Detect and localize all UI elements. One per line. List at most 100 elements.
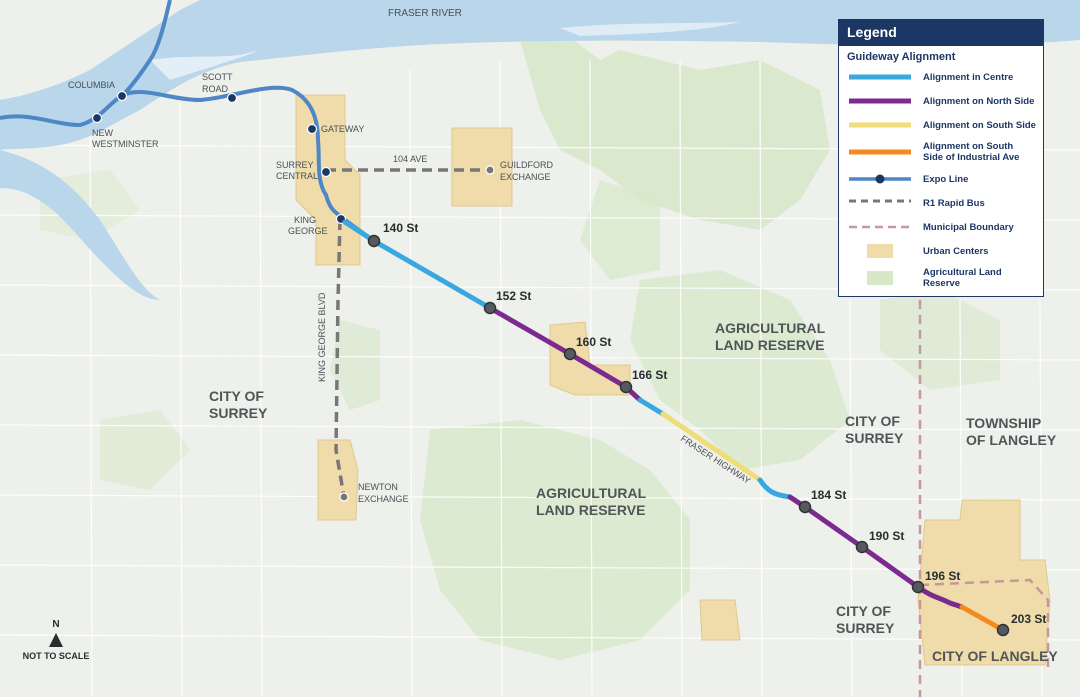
segment-south <box>660 411 763 483</box>
legend-swatch-alr <box>867 271 893 285</box>
station-160-st <box>563 347 577 361</box>
alr-east-patch <box>880 290 1000 390</box>
north-label: N <box>52 619 60 630</box>
area-surrey-se-2: SURREY <box>836 620 895 636</box>
alr-far-west-patch <box>100 410 190 490</box>
legend-swatch-expo <box>849 174 911 184</box>
legend-label-urban: Urban Centers <box>923 245 989 257</box>
legend-label-industrial: Alignment on South Side of Industrial Av… <box>923 141 1020 163</box>
legend-swatch-south <box>849 122 911 128</box>
area-alr-north-1: AGRICULTURAL <box>715 320 826 336</box>
legend-item-boundary: Municipal Boundary <box>839 215 1043 239</box>
legend-item-centre: Alignment in Centre <box>839 65 1043 89</box>
label-surrey-central-1: SURREY <box>276 160 314 170</box>
urban-cloverdale <box>699 599 741 641</box>
station-166-st <box>619 380 633 394</box>
label-guildford-1: GUILDFORD <box>500 160 554 170</box>
area-surrey-east-2: SURREY <box>845 430 904 446</box>
label-king-george-1: KING <box>294 215 316 225</box>
urban-guildford <box>451 127 513 207</box>
municipal-boundary <box>918 300 1050 697</box>
label-104-ave: 104 AVE <box>393 154 427 164</box>
segment-industrial <box>959 604 1006 633</box>
north-arrow-block: N NOT TO SCALE <box>21 619 91 661</box>
legend-label-r1: R1 Rapid Bus <box>923 197 985 209</box>
label-new-westminster-2: WESTMINSTER <box>92 139 159 149</box>
legend-title: Legend <box>839 20 1043 46</box>
alr-north-patch <box>520 30 830 230</box>
alr-small-patch <box>580 180 660 280</box>
station-columbia <box>116 90 128 102</box>
segment-north-1 <box>487 305 643 403</box>
area-surrey-west-1: CITY OF <box>209 388 264 404</box>
station-scott-road <box>226 92 238 104</box>
stop-newton-exchange <box>339 492 349 502</box>
river-channel <box>0 150 160 300</box>
label-station-140: 140 St <box>383 221 418 235</box>
legend-item-north: Alignment on North Side <box>839 89 1043 113</box>
area-alr-south-2: LAND RESERVE <box>536 502 645 518</box>
label-station-196: 196 St <box>925 569 960 583</box>
legend-label-expo: Expo Line <box>923 173 969 185</box>
north-arrow-icon <box>49 633 63 647</box>
label-surrey-central-2: CENTRAL <box>276 171 318 181</box>
station-196-st <box>911 580 925 594</box>
area-langley-twp-1: TOWNSHIP <box>966 415 1041 431</box>
alr-south-patch <box>420 420 690 660</box>
label-gateway: GATEWAY <box>321 124 364 134</box>
alr-centre-patch <box>630 270 850 470</box>
label-newton-1: NEWTON <box>358 482 398 492</box>
station-surrey-central <box>320 166 332 178</box>
langley-city-boundary <box>919 578 1050 670</box>
alr-west-patch <box>330 320 380 410</box>
area-surrey-se-1: CITY OF <box>836 603 891 619</box>
legend-item-south: Alignment on South Side <box>839 113 1043 137</box>
river-island <box>150 50 260 80</box>
stop-guildford-exchange <box>485 165 495 175</box>
station-140-st <box>367 234 381 248</box>
station-203-st <box>996 623 1010 637</box>
station-184-st <box>798 500 812 514</box>
label-station-190: 190 St <box>869 529 904 543</box>
legend-label-boundary: Municipal Boundary <box>923 221 1014 233</box>
segment-north-2 <box>787 494 965 610</box>
label-newton-2: EXCHANGE <box>358 494 409 504</box>
legend-swatch-urban <box>867 244 893 258</box>
legend-swatch-centre <box>849 74 911 80</box>
area-surrey-east-1: CITY OF <box>845 413 900 429</box>
label-station-160: 160 St <box>576 335 611 349</box>
station-190-st <box>855 540 869 554</box>
legend-swatch-r1 <box>849 199 911 203</box>
fraser-river <box>0 0 1080 300</box>
label-station-184: 184 St <box>811 488 846 502</box>
area-surrey-west-2: SURREY <box>209 405 268 421</box>
label-scott-road-2: ROAD <box>202 84 229 94</box>
area-langley-city: CITY OF LANGLEY <box>932 648 1058 664</box>
legend-swatch-north <box>849 98 911 104</box>
legend-item-urban: Urban Centers <box>839 239 1043 263</box>
river-label: FRASER RIVER <box>388 8 462 19</box>
legend-item-r1: R1 Rapid Bus <box>839 191 1043 215</box>
legend-swatch-industrial <box>849 149 911 155</box>
segment-centre-2 <box>637 397 666 417</box>
station-new-westminster <box>91 112 103 124</box>
segment-centre-3 <box>757 477 793 500</box>
label-station-203: 203 St <box>1011 612 1046 626</box>
expo-line-branch <box>120 0 172 98</box>
legend-label-north: Alignment on North Side <box>923 95 1035 107</box>
urban-newton <box>317 439 359 521</box>
legend-subtitle: Guideway Alignment <box>847 51 956 63</box>
area-alr-south-1: AGRICULTURAL <box>536 485 647 501</box>
legend-swatch-boundary <box>849 225 911 229</box>
station-gateway <box>306 123 318 135</box>
expo-line <box>0 0 495 502</box>
legend-item-alr: Agricultural Land Reserve <box>839 263 1043 293</box>
label-scott-road-1: SCOTT <box>202 72 233 82</box>
label-station-166: 166 St <box>632 368 667 382</box>
scale-note: NOT TO SCALE <box>22 651 90 661</box>
legend-item-industrial: Alignment on South Side of Industrial Av… <box>839 137 1043 167</box>
station-152-st <box>483 301 497 315</box>
guideway-stations <box>367 234 1010 637</box>
r1-rapid-bus <box>326 168 490 498</box>
